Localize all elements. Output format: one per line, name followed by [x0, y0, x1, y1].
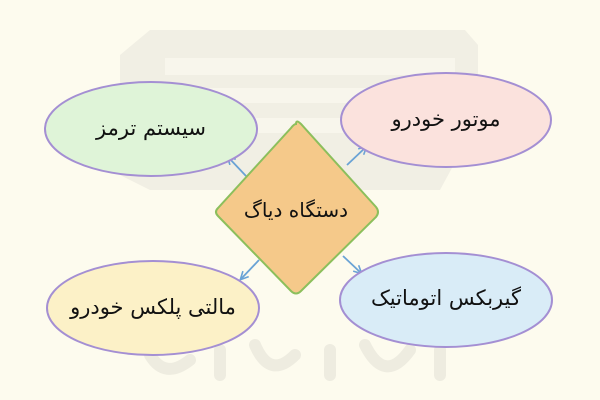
node-engine-label: موتور خودرو: [391, 107, 501, 131]
node-gearbox-shape: [339, 252, 553, 348]
arrow-to-engine: [346, 147, 366, 166]
node-brake-shape: [44, 81, 258, 177]
arrow-to-gearbox: [342, 255, 361, 273]
node-multiplex-shape: [46, 260, 260, 356]
node-gearbox-label: گیربکس اتوماتیک: [371, 286, 521, 310]
node-engine-shape: [340, 72, 552, 168]
node-multiplex-label: مالتی پلکس خودرو: [70, 295, 236, 319]
arrow-to-multiplex: [241, 259, 260, 279]
center-node-label: دستگاه دیاگ: [243, 198, 349, 222]
node-brake-label: سیستم ترمز: [96, 116, 206, 140]
watermark-text: [144, 339, 446, 381]
center-node-shape: [215, 120, 379, 295]
